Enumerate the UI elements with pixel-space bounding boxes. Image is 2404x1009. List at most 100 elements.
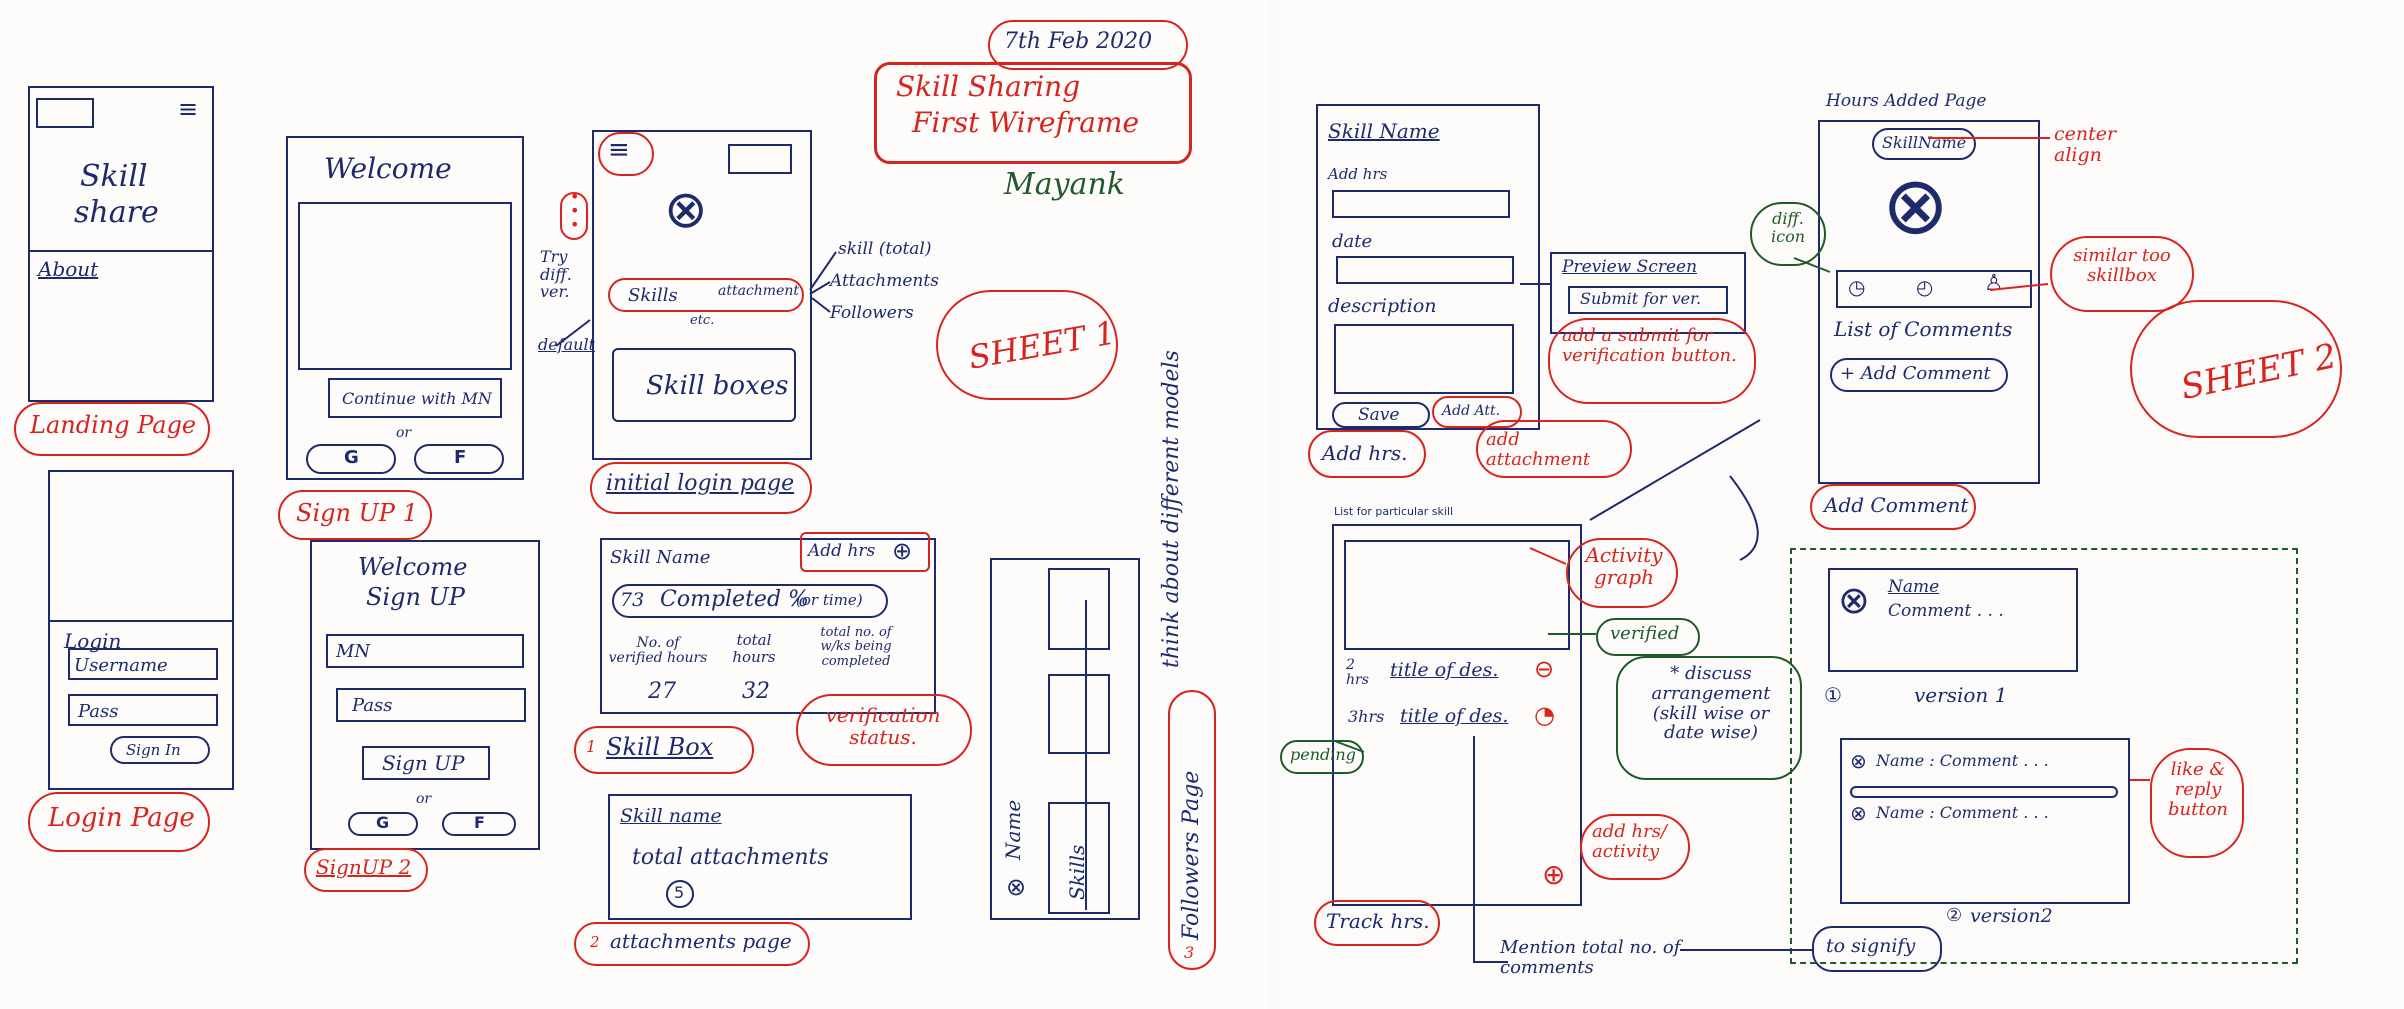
hours-input[interactable] xyxy=(1332,190,1510,218)
note-attachments: Attachments xyxy=(830,271,939,291)
attachments-caption: attachments page xyxy=(610,929,792,953)
attachment-tab[interactable]: attachment xyxy=(718,283,800,299)
addhrs-caption-cloud xyxy=(1308,430,1426,478)
follower-avatar-icon: ⊗ xyxy=(1006,873,1027,901)
note-followers: Followers xyxy=(830,303,914,323)
or-label: or xyxy=(396,425,412,441)
add-activity-note: add hrs/ activity xyxy=(1592,821,1667,862)
row1-title[interactable]: title of des. xyxy=(1390,659,1499,681)
col-total-header: total hours xyxy=(732,631,776,666)
add-att-button[interactable] xyxy=(1432,396,1522,428)
addhrs-date-label: date xyxy=(1332,231,1373,252)
add-comment-button[interactable] xyxy=(1830,358,2008,392)
mn-input[interactable] xyxy=(326,634,524,668)
track-list-label: List for particular skill xyxy=(1334,505,1454,518)
follower-tile-3 xyxy=(1048,802,1110,914)
diff-icon-cloud xyxy=(1750,202,1826,266)
sheet-2: Skill Name Add hrs date description Save… xyxy=(1280,0,2404,1009)
signup2-caption: SignUP 2 xyxy=(316,855,412,879)
submit-ver-label: Submit for ver. xyxy=(1580,289,1702,308)
signup2-facebook-button[interactable] xyxy=(442,812,516,836)
pending-status-icon: ◔ xyxy=(1534,701,1555,729)
attachments-frame: Skill name total attachments 5 xyxy=(608,794,912,920)
sheet2-cloud xyxy=(2130,300,2342,438)
note-skill-total: skill (total) xyxy=(838,239,932,259)
menu-icon[interactable]: ≡ xyxy=(178,95,199,123)
v1-name: Name xyxy=(1888,577,1940,597)
default-note: default xyxy=(538,335,596,354)
date-cloud xyxy=(988,20,1188,70)
login-page-frame: Login Username Pass Sign In xyxy=(48,470,234,790)
row2-title[interactable]: title of des. xyxy=(1400,705,1509,727)
attachment-count-badge xyxy=(666,880,694,908)
add-activity-icon[interactable]: ⊕ xyxy=(1542,858,1566,891)
list-of-comments-label: List of Comments xyxy=(1834,317,2013,341)
date-input[interactable] xyxy=(1336,256,1514,284)
username-label: Username xyxy=(74,655,168,676)
add-attachment-note: add attachment xyxy=(1486,429,1591,470)
signin-label: Sign In xyxy=(126,741,181,759)
signup2-pass-label: Pass xyxy=(352,695,393,716)
addhrs-description-label: description xyxy=(1328,295,1437,317)
landing-title-line2: share xyxy=(74,195,159,230)
track-frame: List for particular skill 2 hrs title of… xyxy=(1332,505,1582,906)
facebook-label: F xyxy=(454,447,467,468)
banner-placeholder xyxy=(728,144,792,174)
submit-ver-button[interactable] xyxy=(1568,286,1728,314)
etc-note: etc. xyxy=(690,313,715,328)
verified-hours-value: 27 xyxy=(648,679,676,704)
username-input[interactable] xyxy=(68,648,218,680)
try-diff-note: Try diff. ver. xyxy=(540,247,572,302)
addhrs-caption: Add hrs. xyxy=(1322,441,1408,465)
skillbox-caption-number: 1 xyxy=(586,737,597,756)
signup1-welcome: Welcome xyxy=(324,152,452,185)
submit-note-cloud xyxy=(1548,318,1756,404)
activity-graph-cloud xyxy=(1566,538,1678,608)
google-label: G xyxy=(344,447,359,468)
time-icon: ◴ xyxy=(1916,275,1934,299)
about-label[interactable]: About xyxy=(38,257,99,281)
signup1-frame: Welcome Continue with MN or G F xyxy=(286,136,524,480)
follower-tile-2 xyxy=(1048,674,1110,754)
plus-icon[interactable]: ⊕ xyxy=(892,537,913,565)
completed-pill xyxy=(612,584,888,618)
like-reply-cloud xyxy=(2150,748,2244,858)
google-button[interactable] xyxy=(306,444,396,474)
skills-tab[interactable]: Skills xyxy=(628,285,678,306)
vertical-dots-icon[interactable]: ••• xyxy=(570,187,580,234)
hamburger-icon[interactable]: ≡ xyxy=(608,135,630,165)
verified-status-icon: ⊖ xyxy=(1534,655,1555,683)
pass-input[interactable] xyxy=(68,694,218,726)
sheet-1: ≡ Skill share About Landing Page Login U… xyxy=(14,20,1216,970)
signup2-caption-cloud xyxy=(304,848,428,892)
col-verified-header: No. of verified hours xyxy=(608,635,708,667)
add-hrs-button[interactable] xyxy=(800,532,930,572)
signup2-pass-input[interactable] xyxy=(336,688,526,722)
landing-page-frame: ≡ Skill share About xyxy=(28,86,214,402)
initial-login-frame: ⊗ Skills attachment etc. Skill boxes xyxy=(592,130,812,460)
skill-boxes-label: Skill boxes xyxy=(646,371,789,401)
followers-caption-number: 3 xyxy=(1184,943,1195,962)
attachments-caption-number: 2 xyxy=(590,933,600,951)
save-label: Save xyxy=(1358,405,1400,425)
signup2-heading: Sign UP xyxy=(366,583,465,611)
signup-submit-button[interactable] xyxy=(362,746,490,780)
initial-caption: initial login page xyxy=(606,471,795,496)
signup1-caption: Sign UP 1 xyxy=(296,499,418,527)
skill-boxes-card[interactable] xyxy=(612,348,796,422)
signup2-google-button[interactable] xyxy=(348,812,418,836)
total-hours-value: 32 xyxy=(742,679,770,704)
row1-hours: 2 hrs xyxy=(1346,657,1369,689)
signin-button[interactable] xyxy=(110,736,210,764)
facebook-button[interactable] xyxy=(414,444,504,474)
continue-mn-label: Continue with MN xyxy=(342,389,492,408)
v1-number-icon: ① xyxy=(1824,683,1842,707)
save-button[interactable] xyxy=(1332,402,1430,428)
divider xyxy=(30,250,212,252)
submit-note: add a submit for verification button. xyxy=(1562,325,1737,366)
continue-mn-button[interactable] xyxy=(328,378,502,418)
date-label: 7th Feb 2020 xyxy=(1004,29,1153,54)
description-input[interactable] xyxy=(1334,324,1514,394)
total-attachments-label: total attachments xyxy=(632,845,829,870)
attachment-count: 5 xyxy=(674,883,685,902)
